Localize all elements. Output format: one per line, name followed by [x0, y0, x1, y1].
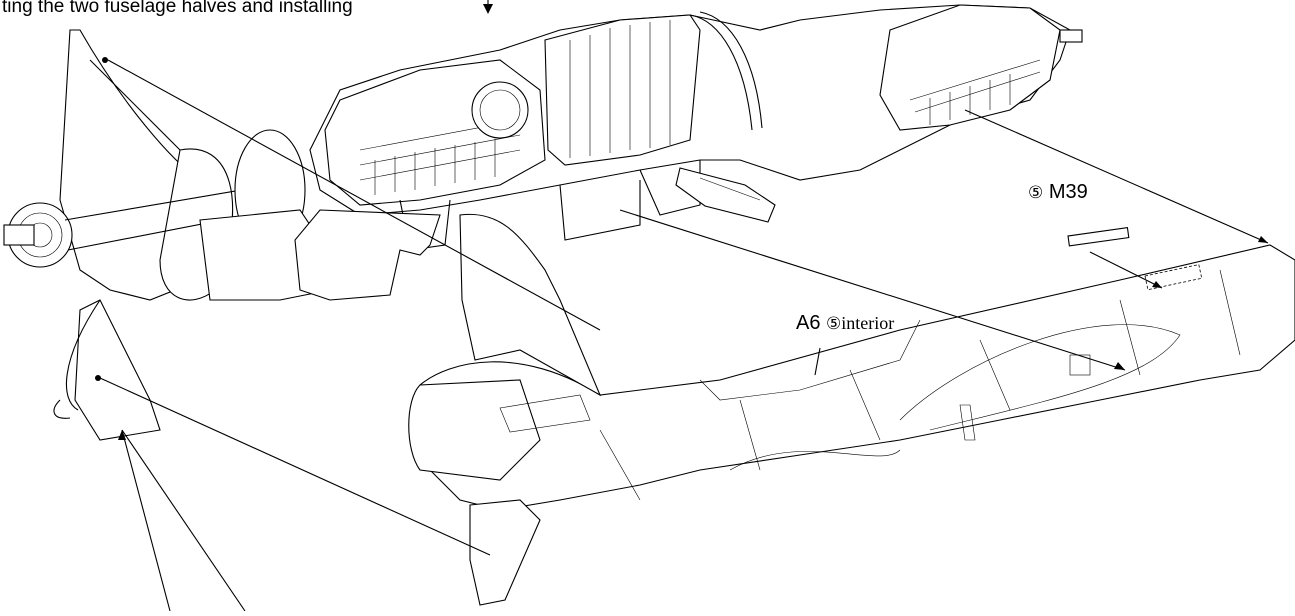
- fuselage-half: [408, 213, 1295, 606]
- a6-label: A6 ⑤interior: [796, 312, 894, 335]
- propeller-spinner-assembly: [3, 29, 441, 441]
- a6-note: interior: [841, 313, 895, 333]
- m39-part-number: M39: [1048, 181, 1088, 203]
- m39-part: [1067, 227, 1163, 289]
- a6-step-number: ⑤: [826, 314, 842, 334]
- m39-label: ⑤ M39: [1028, 181, 1088, 204]
- m39-step-number: ⑤: [1028, 183, 1044, 203]
- a6-part-number: A6: [796, 312, 821, 334]
- engine-frame-assembly: [309, 4, 1083, 251]
- assembly-guide-lines: [99, 59, 1269, 612]
- top-arrow: [483, 0, 493, 14]
- instruction-caption: ting the two fuselage halves and install…: [2, 0, 353, 17]
